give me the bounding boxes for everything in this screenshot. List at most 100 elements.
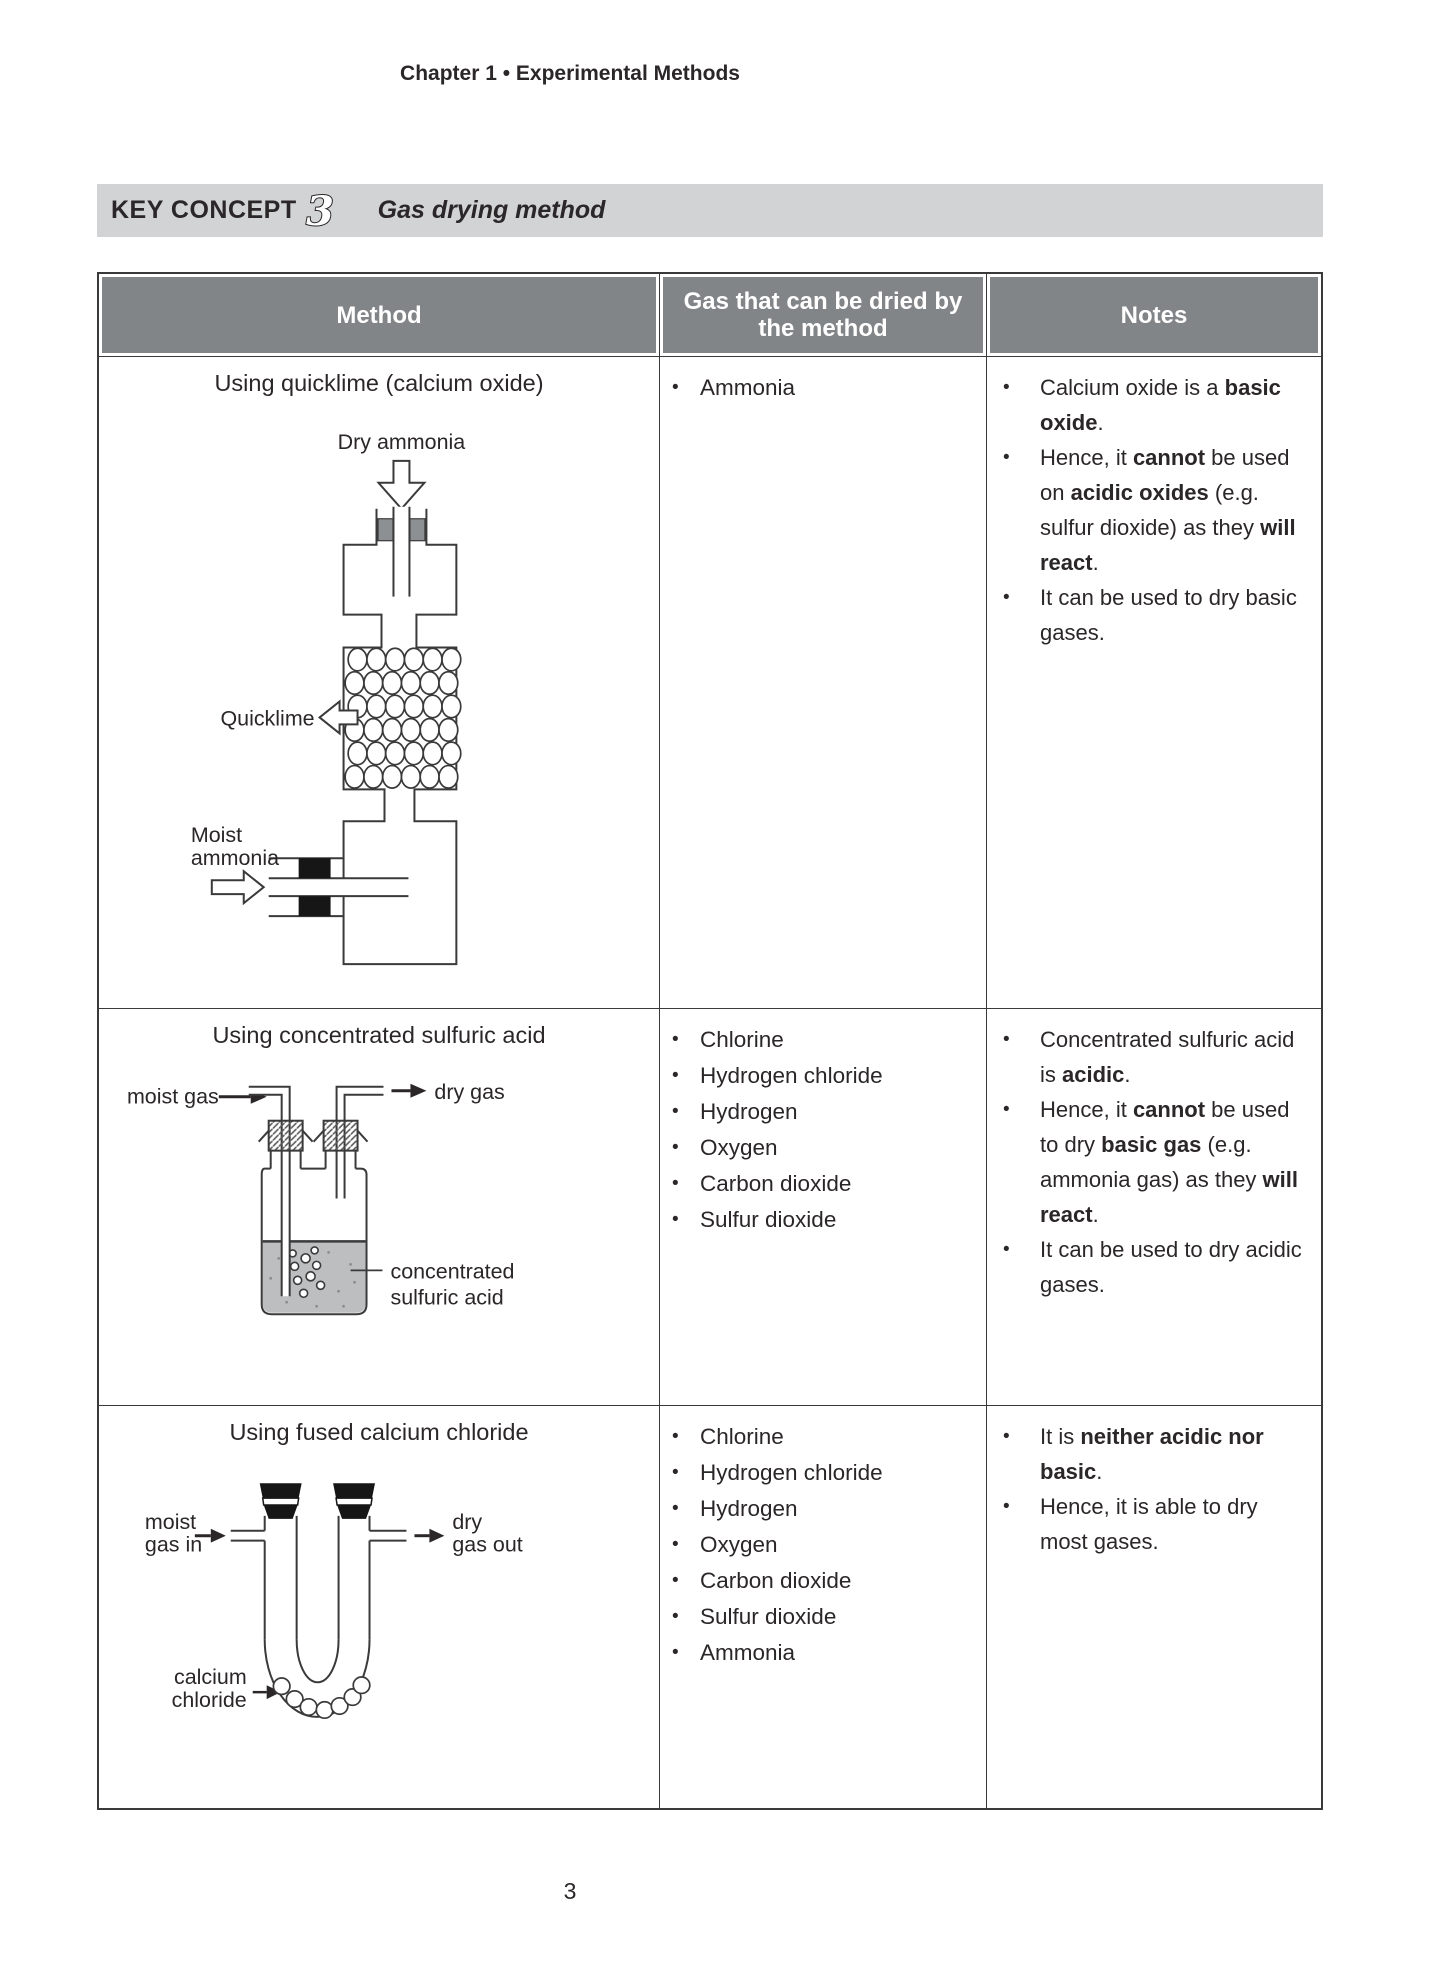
gas-item: Hydrogen: [672, 1491, 976, 1527]
col-header-gas: Gas that can be dried by the method: [660, 274, 987, 357]
row3-method-title: Using fused calcium chloride: [229, 1419, 529, 1445]
row2-method-cell: Using concentrated sulfuric acid moist g…: [99, 1009, 660, 1406]
quicklime-granules: [344, 647, 462, 789]
right-stopper-taper: [337, 1505, 372, 1519]
row2-gas-cell: Chlorine Hydrogen chloride Hydrogen Oxyg…: [660, 1009, 987, 1406]
inlet-tube-fill: [248, 1086, 290, 1297]
row3-notes-cell: It is neither acidic nor basic. Hence, i…: [987, 1406, 1321, 1808]
key-concept-banner: KEY CONCEPT 3 Gas drying method: [97, 184, 1323, 237]
inlet-tube: [248, 1085, 291, 1297]
row3-notes-list: It is neither acidic nor basic. Hence, i…: [987, 1419, 1321, 1559]
liquid-label-line1: concentrated: [390, 1259, 514, 1283]
stopper-right: [409, 518, 426, 542]
gas-out-arrow-icon: [429, 1528, 445, 1543]
liquid-label-line2: sulfuric acid: [390, 1285, 503, 1309]
u-tube-inner-bend: [295, 1639, 340, 1684]
gas-item: Oxygen: [672, 1527, 976, 1563]
dry-ammonia-label: Dry ammonia: [338, 430, 466, 454]
u-tube-arms: [263, 1515, 371, 1640]
gas-item: Chlorine: [672, 1022, 976, 1058]
note-item: It is neither acidic nor basic.: [1003, 1419, 1309, 1489]
left-stopper-band: [261, 1497, 300, 1506]
gas-item: Ammonia: [672, 1635, 976, 1671]
outlet-side-tube: [369, 1529, 407, 1542]
key-concept-number-glyph: 3: [306, 188, 334, 235]
dry-gas-label: dry gas: [434, 1080, 504, 1104]
note-item: It can be used to dry acidic gases.: [1003, 1232, 1309, 1302]
row2-notes-cell: Concentrated sulfuric acid is acidic. He…: [987, 1009, 1321, 1406]
row3-gas-cell: Chlorine Hydrogen chloride Hydrogen Oxyg…: [660, 1406, 987, 1808]
row2-method-title: Using concentrated sulfuric acid: [212, 1022, 546, 1048]
stopper-right: [322, 1119, 359, 1152]
left-stopper-taper: [263, 1505, 298, 1519]
bottle-outline: [260, 1167, 368, 1316]
row2-gas-list: Chlorine Hydrogen chloride Hydrogen Oxyg…: [660, 1022, 986, 1238]
gas-item: Sulfur dioxide: [672, 1599, 976, 1635]
note-item: Hence, it is able to dry most gases.: [1003, 1489, 1309, 1559]
note-item: Hence, it cannot be used on acidic oxide…: [1003, 440, 1309, 580]
gas-washing-bottle-diagram: moist gas: [127, 1080, 514, 1316]
dry-gas-out-label-line1: dry: [452, 1510, 482, 1534]
gas-item: Oxygen: [672, 1130, 976, 1166]
inlet-tube-fill: [393, 506, 410, 597]
note-item: Hence, it cannot be used to dry basic ga…: [1003, 1092, 1309, 1232]
moist-gas-in-label-line2: gas in: [145, 1533, 202, 1557]
row2-notes-list: Concentrated sulfuric acid is acidic. He…: [987, 1022, 1321, 1302]
u-tube-outer-bend: [263, 1639, 371, 1718]
right-stopper-band: [335, 1497, 373, 1506]
row1-notes-list: Calcium oxide is a basic oxide. Hence, i…: [987, 370, 1321, 650]
moist-gas-in-label-line1: moist: [145, 1510, 196, 1534]
moist-inlet-tube: [268, 877, 409, 898]
inlet-stopper-bottom: [298, 896, 331, 917]
gas-item: Carbon dioxide: [672, 1166, 976, 1202]
quicklime-pointer-arrow-icon: [318, 699, 359, 736]
stopper-left: [377, 518, 394, 542]
row1-gas-cell: Ammonia: [660, 357, 987, 1009]
right-stopper-cap: [333, 1483, 376, 1499]
key-concept-title: Gas drying method: [377, 196, 606, 224]
gas-item: Chlorine: [672, 1419, 976, 1455]
dry-gas-arrow-icon: [410, 1083, 427, 1098]
gas-item: Sulfur dioxide: [672, 1202, 976, 1238]
u-tube-diagram: moist gas in dry gas out calcium: [145, 1483, 523, 1720]
note-item: Concentrated sulfuric acid is acidic.: [1003, 1022, 1309, 1092]
gas-item: Carbon dioxide: [672, 1563, 976, 1599]
outlet-tube: [335, 1085, 384, 1199]
gas-drying-methods-table: Method Gas that can be dried by the meth…: [97, 272, 1323, 1810]
outlet-tube-fill: [336, 1086, 384, 1199]
quicklime-label: Quicklime: [220, 706, 314, 730]
tower-outline-left: [342, 508, 386, 879]
running-head: Chapter 1 • Experimental Methods: [400, 62, 740, 85]
gas-item: Hydrogen: [672, 1094, 976, 1130]
stopper-flange-marks: [257, 1130, 369, 1143]
calcium-chloride-arrow-icon: [266, 1685, 281, 1700]
moist-gas-label: moist gas: [127, 1085, 219, 1109]
row3-gas-list: Chlorine Hydrogen chloride Hydrogen Oxyg…: [660, 1419, 986, 1671]
inlet-flow-arrow-icon: [210, 869, 266, 906]
calcium-chloride-label-line2: chloride: [172, 1688, 247, 1712]
moist-label-line1: Moist: [191, 823, 242, 847]
tower-outline-right: [342, 508, 458, 966]
row3-method-cell: Using fused calcium chloride moist gas i…: [99, 1406, 660, 1808]
bubbles: [288, 1246, 326, 1299]
row1-method-title: Using quicklime (calcium oxide): [214, 370, 544, 396]
calcium-chloride-label-line1: calcium: [174, 1665, 247, 1689]
gas-in-arrow-icon: [210, 1528, 226, 1543]
quicklime-drying-tower-diagram: Dry ammonia Quicklime: [191, 430, 466, 966]
col-header-notes: Notes: [987, 274, 1321, 357]
gas-item: Hydrogen chloride: [672, 1455, 976, 1491]
note-item: It can be used to dry basic gases.: [1003, 580, 1309, 650]
liquid-stipple: [269, 1250, 356, 1308]
note-item: Calcium oxide is a basic oxide.: [1003, 370, 1309, 440]
col-header-method: Method: [99, 274, 660, 357]
row1-gas-list: Ammonia: [660, 370, 986, 406]
inlet-side-tube: [230, 1529, 265, 1542]
bottle-necks: [269, 1149, 357, 1169]
moist-label-line2: ammonia: [191, 846, 279, 870]
gas-item: Ammonia: [672, 370, 976, 406]
key-concept-label: KEY CONCEPT: [111, 196, 297, 224]
gas-item: Hydrogen chloride: [672, 1058, 976, 1094]
calcium-chloride-granules: [272, 1676, 371, 1720]
dry-gas-out-label-line2: gas out: [452, 1533, 522, 1557]
key-concept-number: 3: [305, 187, 335, 235]
